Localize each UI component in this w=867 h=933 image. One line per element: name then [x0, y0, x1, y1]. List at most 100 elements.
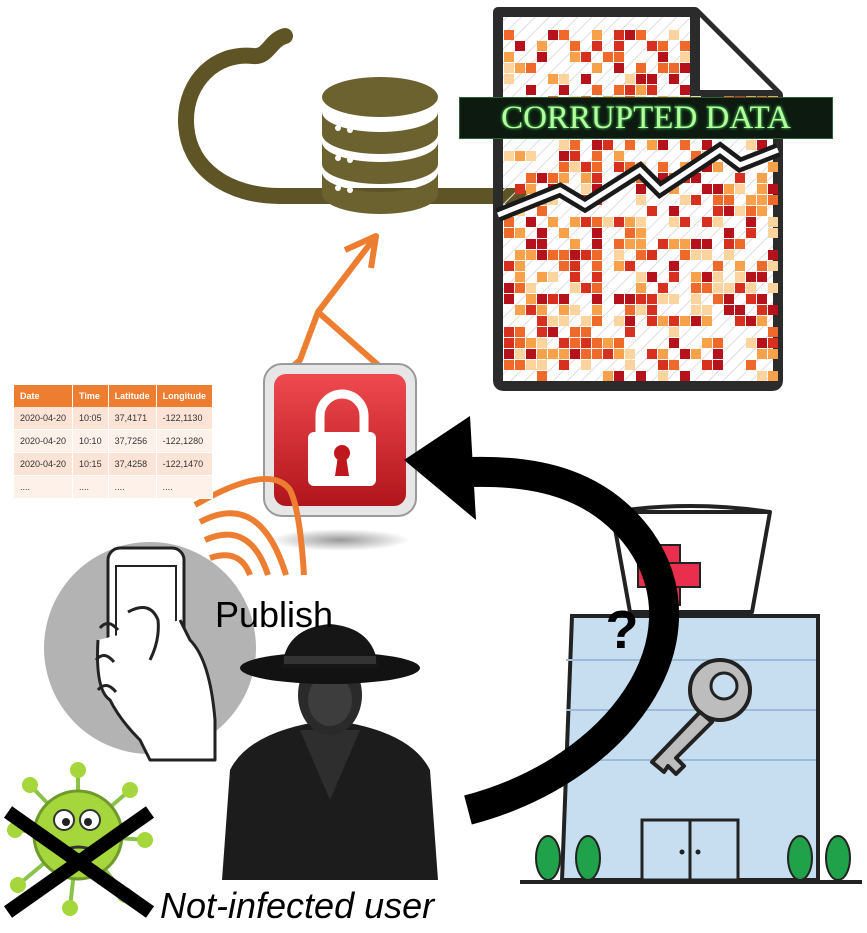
map-cell: [713, 338, 723, 348]
map-cell: [614, 151, 624, 161]
map-cell: [526, 294, 536, 304]
map-cell: [515, 272, 525, 282]
map-cell: [746, 338, 756, 348]
map-cell: [691, 349, 701, 359]
map-cell: [713, 162, 723, 172]
map-cell: [768, 371, 778, 381]
cell-time: 10:10: [72, 429, 109, 453]
map-cell: [669, 272, 679, 282]
map-cell: [669, 261, 679, 271]
map-cell: [746, 360, 756, 370]
map-cell: [581, 173, 591, 183]
table-row: 2020-04-20 10:10 37,7256 -122,1280: [14, 429, 214, 453]
map-cell: [768, 338, 778, 348]
map-cell: [713, 294, 723, 304]
map-cell: [504, 74, 514, 84]
map-cell: [537, 228, 547, 238]
map-cell: [669, 74, 679, 84]
map-cell: [614, 371, 624, 381]
map-cell: [592, 151, 602, 161]
map-cell: [548, 173, 558, 183]
map-cell: [625, 360, 635, 370]
map-cell: [691, 305, 701, 315]
map-cell: [746, 195, 756, 205]
map-cell: [669, 327, 679, 337]
map-cell: [768, 162, 778, 172]
map-cell: [625, 217, 635, 227]
map-cell: [735, 272, 745, 282]
map-cell: [757, 338, 767, 348]
map-cell: [658, 360, 668, 370]
map-cell: [636, 250, 646, 260]
map-cell: [537, 316, 547, 326]
map-cell: [504, 338, 514, 348]
map-cell: [614, 52, 624, 62]
hacker-icon: [222, 624, 438, 880]
map-cell: [537, 173, 547, 183]
map-cell: [526, 338, 536, 348]
map-cell: [570, 140, 580, 150]
map-cell: [636, 371, 646, 381]
map-cell: [625, 261, 635, 271]
map-cell: [625, 316, 635, 326]
map-cell: [658, 349, 668, 359]
cloud-database-icon: [177, 28, 528, 214]
map-cell: [515, 338, 525, 348]
corrupted-map-document-icon: [493, 7, 783, 391]
map-cell: [691, 173, 701, 183]
map-cell: [625, 140, 635, 150]
map-cell: [702, 239, 712, 249]
map-cell: [702, 217, 712, 227]
map-cell: [757, 305, 767, 315]
map-cell: [614, 261, 624, 271]
map-cell: [526, 360, 536, 370]
map-cell: [735, 239, 745, 249]
map-cell: [724, 294, 734, 304]
map-cell: [515, 349, 525, 359]
map-cell: [713, 217, 723, 227]
column-header-date: Date: [14, 385, 74, 407]
map-cell: [746, 316, 756, 326]
map-cell: [625, 228, 635, 238]
map-cell: [570, 272, 580, 282]
map-cell: [526, 217, 536, 227]
map-cell: [592, 85, 602, 95]
map-cell: [515, 151, 525, 161]
map-cell: [757, 316, 767, 326]
column-header-latitude: Latitude: [108, 385, 157, 407]
map-cell: [548, 316, 558, 326]
map-cell: [537, 206, 547, 216]
map-cell: [614, 217, 624, 227]
map-cell: [504, 30, 514, 40]
map-cell: [570, 41, 580, 51]
map-cell: [515, 360, 525, 370]
map-cell: [504, 63, 514, 73]
map-cell: [735, 173, 745, 183]
map-cell: [548, 250, 558, 260]
map-cell: [680, 52, 690, 62]
map-cell: [559, 85, 569, 95]
map-cell: [724, 305, 734, 315]
map-cell: [559, 316, 569, 326]
map-cell: [724, 184, 734, 194]
map-cell: [636, 30, 646, 40]
map-cell: [713, 272, 723, 282]
cell-latitude: 37,7256: [108, 429, 157, 453]
map-cell: [680, 140, 690, 150]
map-cell: [504, 228, 514, 238]
map-cell: [625, 162, 635, 172]
virus-icon: [3, 762, 155, 918]
map-cell: [746, 294, 756, 304]
map-cell: [724, 283, 734, 293]
map-cell: [669, 360, 679, 370]
map-cell: [658, 140, 668, 150]
map-cell: [526, 184, 536, 194]
map-cell: [526, 305, 536, 315]
map-cell: [746, 272, 756, 282]
map-cell: [592, 63, 602, 73]
map-cell: [614, 349, 624, 359]
map-cell: [592, 338, 602, 348]
map-cell: [636, 184, 646, 194]
map-cell: [680, 250, 690, 260]
map-cell: [757, 349, 767, 359]
